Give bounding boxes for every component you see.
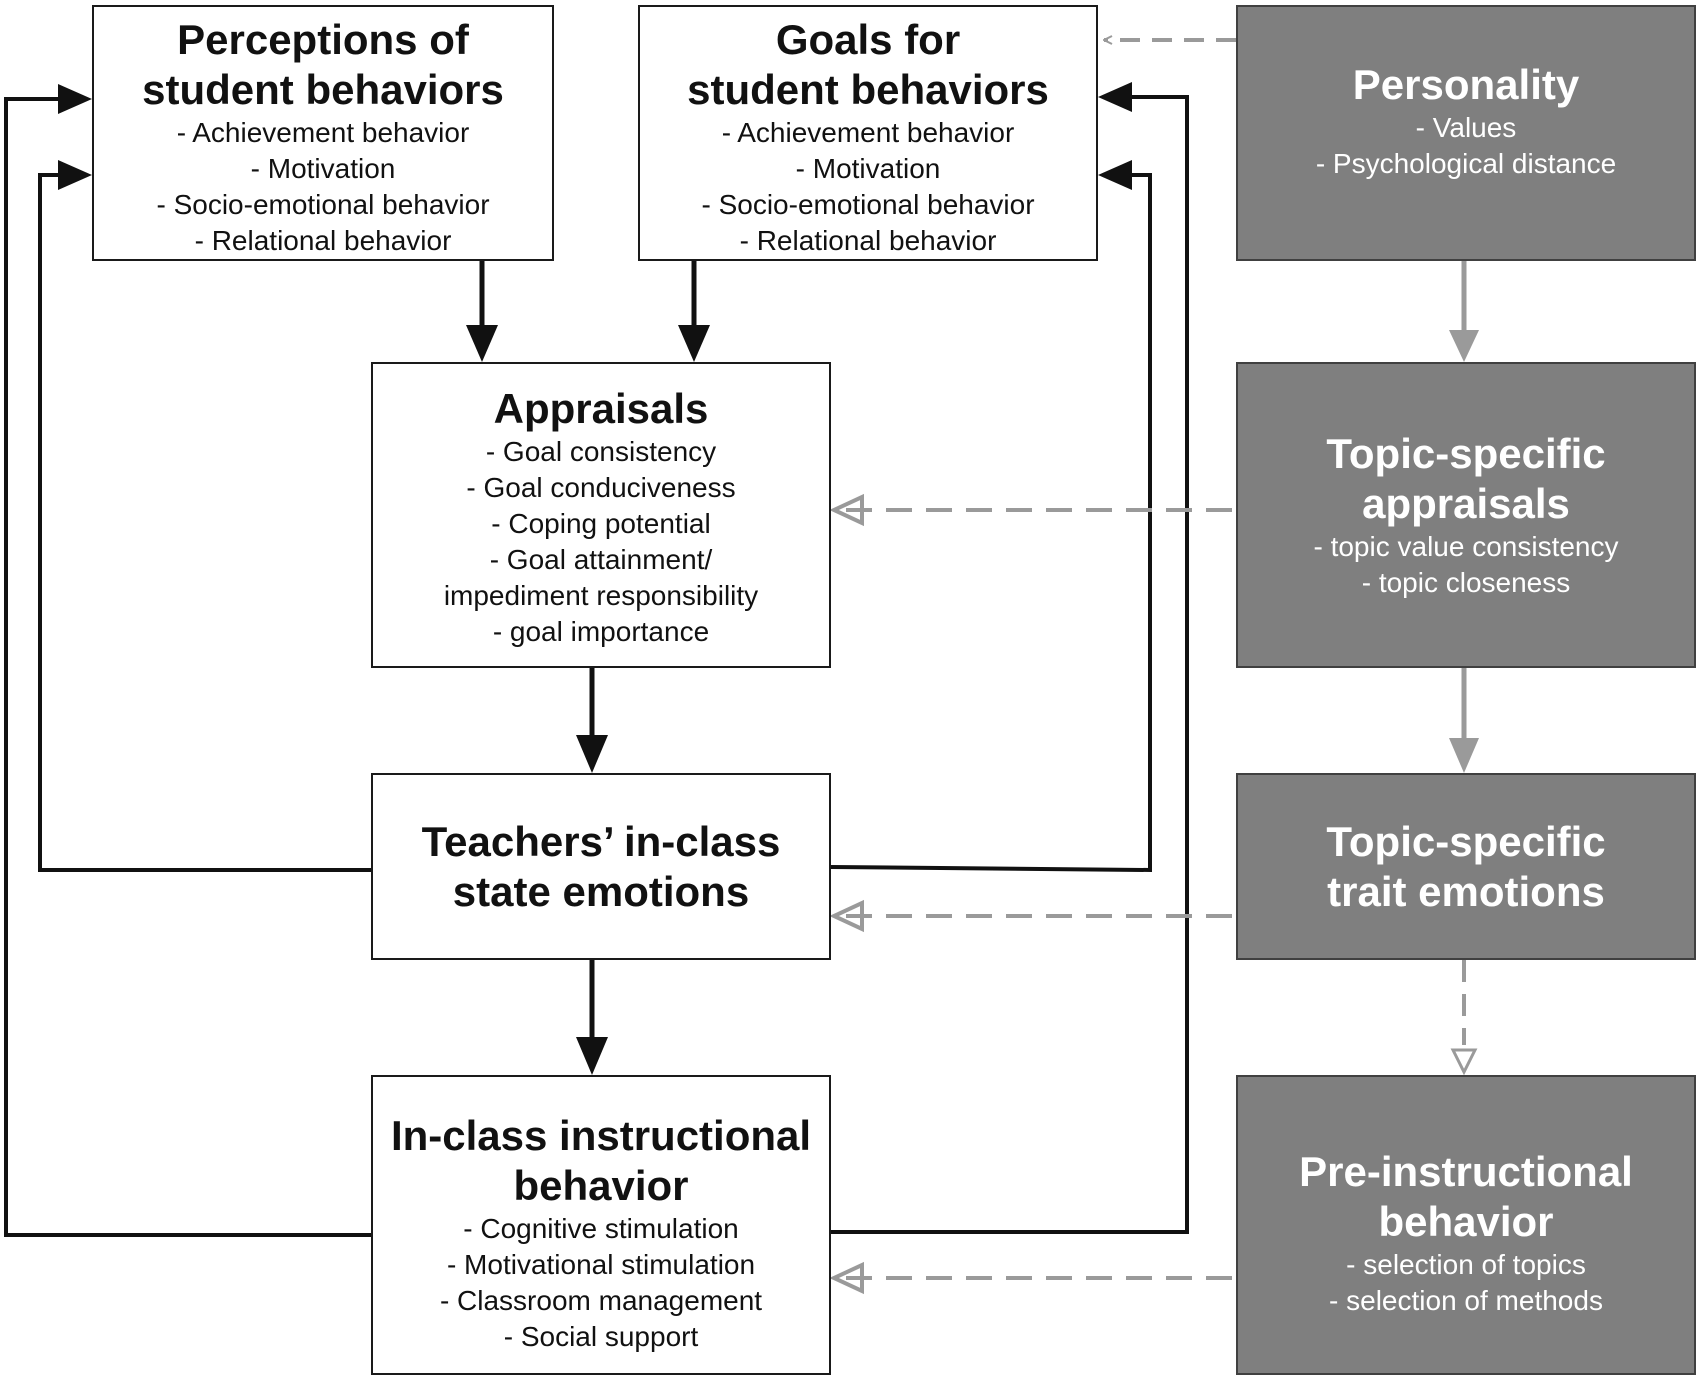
- list-item: impediment responsibility: [443, 580, 759, 611]
- list-item: - Motivation: [795, 153, 941, 184]
- title-line: student behaviors: [687, 66, 1049, 113]
- box-perceptions-title: Perceptions of student behaviors: [142, 15, 504, 115]
- box-pre-instructional: Pre-instructional behavior - selection o…: [1236, 1075, 1696, 1375]
- title-line: Topic-specific: [1326, 430, 1606, 477]
- arrow-instructional-to-perceptions: [4, 97, 371, 1237]
- title-line: Goals for: [775, 16, 961, 63]
- title-line: Perceptions of: [177, 16, 469, 63]
- title-line: appraisals: [1362, 480, 1570, 527]
- arrowhead-instructional-to-perceptions: [58, 84, 92, 114]
- list-item: - Social support: [503, 1321, 699, 1352]
- box-state-emotions: Teachers’ in-class state emotions: [371, 773, 831, 960]
- arrowhead-goals-to-appraisals: [678, 325, 710, 362]
- title-line: Teachers’ in-class: [421, 817, 781, 865]
- list-item: - topic value consistency: [1313, 531, 1619, 562]
- list-item: - Achievement behavior: [721, 117, 1015, 148]
- list-item: - Relational behavior: [739, 225, 997, 256]
- arrowhead-appraisals-to-state-emotions: [576, 735, 608, 773]
- box-goals-items: - Achievement behavior - Motivation - So…: [701, 115, 1034, 259]
- arrowhead-trait-emotions-to-state-emotions: [829, 899, 864, 933]
- arrowhead-instructional-to-goals: [1098, 82, 1132, 112]
- box-trait-emotions: Topic-specific trait emotions: [1236, 773, 1696, 960]
- arrowhead-state-emotions-to-goals: [1098, 160, 1132, 190]
- list-item: - Relational behavior: [194, 225, 452, 256]
- title-line: Pre-instructional: [1299, 1148, 1633, 1195]
- arrow-state-emotions-to-goals: [830, 173, 1152, 873]
- box-personality-title: Personality: [1353, 60, 1579, 110]
- title-line: student behaviors: [142, 66, 504, 113]
- box-goals: Goals for student behaviors - Achievemen…: [638, 5, 1098, 261]
- arrowhead-topic-appraisals-to-appraisals: [829, 493, 864, 527]
- box-appraisals: Appraisals - Goal consistency - Goal con…: [371, 362, 831, 668]
- arrowhead-topic-appraisals-to-trait-emotions: [1449, 738, 1479, 773]
- list-item: - Socio-emotional behavior: [156, 189, 490, 220]
- title-line: Appraisals: [493, 385, 709, 432]
- box-personality: Personality - Values - Psychological dis…: [1236, 5, 1696, 261]
- box-instructional: In-class instructional behavior - Cognit…: [371, 1075, 831, 1375]
- list-item: - Values: [1415, 112, 1517, 143]
- box-pre-instructional-title: Pre-instructional behavior: [1299, 1147, 1633, 1247]
- arrowhead-trait-emotions-to-pre-instructional: [1450, 1048, 1478, 1076]
- title-line: behavior: [513, 1162, 689, 1209]
- title-line: In-class instructional: [390, 1112, 812, 1159]
- list-item: - Classroom management: [439, 1285, 763, 1316]
- box-goals-title: Goals for student behaviors: [687, 15, 1049, 115]
- arrow-state-emotions-to-perceptions: [38, 173, 371, 872]
- arrowhead-state-emotions-to-perceptions: [58, 160, 92, 190]
- list-item: - Goal attainment/: [489, 544, 713, 575]
- arrowhead-state-emotions-to-instructional: [576, 1037, 608, 1075]
- box-instructional-items: - Cognitive stimulation - Motivational s…: [440, 1211, 762, 1355]
- title-line: state emotions: [452, 867, 750, 915]
- list-item: - Socio-emotional behavior: [701, 189, 1035, 220]
- box-appraisals-title: Appraisals: [494, 384, 709, 434]
- list-item: - Goal consistency: [485, 436, 717, 467]
- box-trait-emotions-title: Topic-specific trait emotions: [1326, 817, 1605, 917]
- box-personality-items: - Values - Psychological distance: [1316, 110, 1616, 182]
- list-item: - selection of topics: [1346, 1249, 1586, 1280]
- box-state-emotions-title: Teachers’ in-class state emotions: [422, 817, 781, 917]
- arrowhead-personality-to-topic-appraisals: [1449, 330, 1479, 362]
- box-pre-instructional-items: - selection of topics - selection of met…: [1329, 1247, 1603, 1319]
- box-perceptions-items: - Achievement behavior - Motivation - So…: [156, 115, 489, 259]
- list-item: - Psychological distance: [1315, 148, 1617, 179]
- list-item: - Goal conduciveness: [466, 472, 736, 503]
- list-item: - Achievement behavior: [176, 117, 470, 148]
- arrowhead-perceptions-to-appraisals: [466, 325, 498, 362]
- box-appraisals-items: - Goal consistency - Goal conduciveness …: [444, 434, 758, 650]
- title-line: behavior: [1378, 1198, 1554, 1245]
- arrowhead-pre-instructional-to-instructional: [829, 1261, 864, 1295]
- list-item: - topic closeness: [1361, 567, 1571, 598]
- arrow-instructional-to-goals: [831, 95, 1189, 1234]
- list-item: - Motivation: [250, 153, 396, 184]
- title-line: trait emotions: [1327, 867, 1605, 915]
- list-item: - Cognitive stimulation: [463, 1213, 739, 1244]
- list-item: - Motivational stimulation: [446, 1249, 756, 1280]
- box-perceptions: Perceptions of student behaviors - Achie…: [92, 5, 554, 261]
- box-topic-appraisals: Topic-specific appraisals - topic value …: [1236, 362, 1696, 668]
- box-instructional-title: In-class instructional behavior: [391, 1111, 811, 1211]
- list-item: - Coping potential: [491, 508, 711, 539]
- list-item: - goal importance: [492, 616, 710, 647]
- list-item: - selection of methods: [1329, 1285, 1603, 1316]
- title-line: Topic-specific: [1326, 817, 1606, 865]
- box-topic-appraisals-items: - topic value consistency - topic closen…: [1313, 529, 1618, 601]
- title-line: Personality: [1352, 61, 1580, 108]
- box-topic-appraisals-title: Topic-specific appraisals: [1326, 429, 1605, 529]
